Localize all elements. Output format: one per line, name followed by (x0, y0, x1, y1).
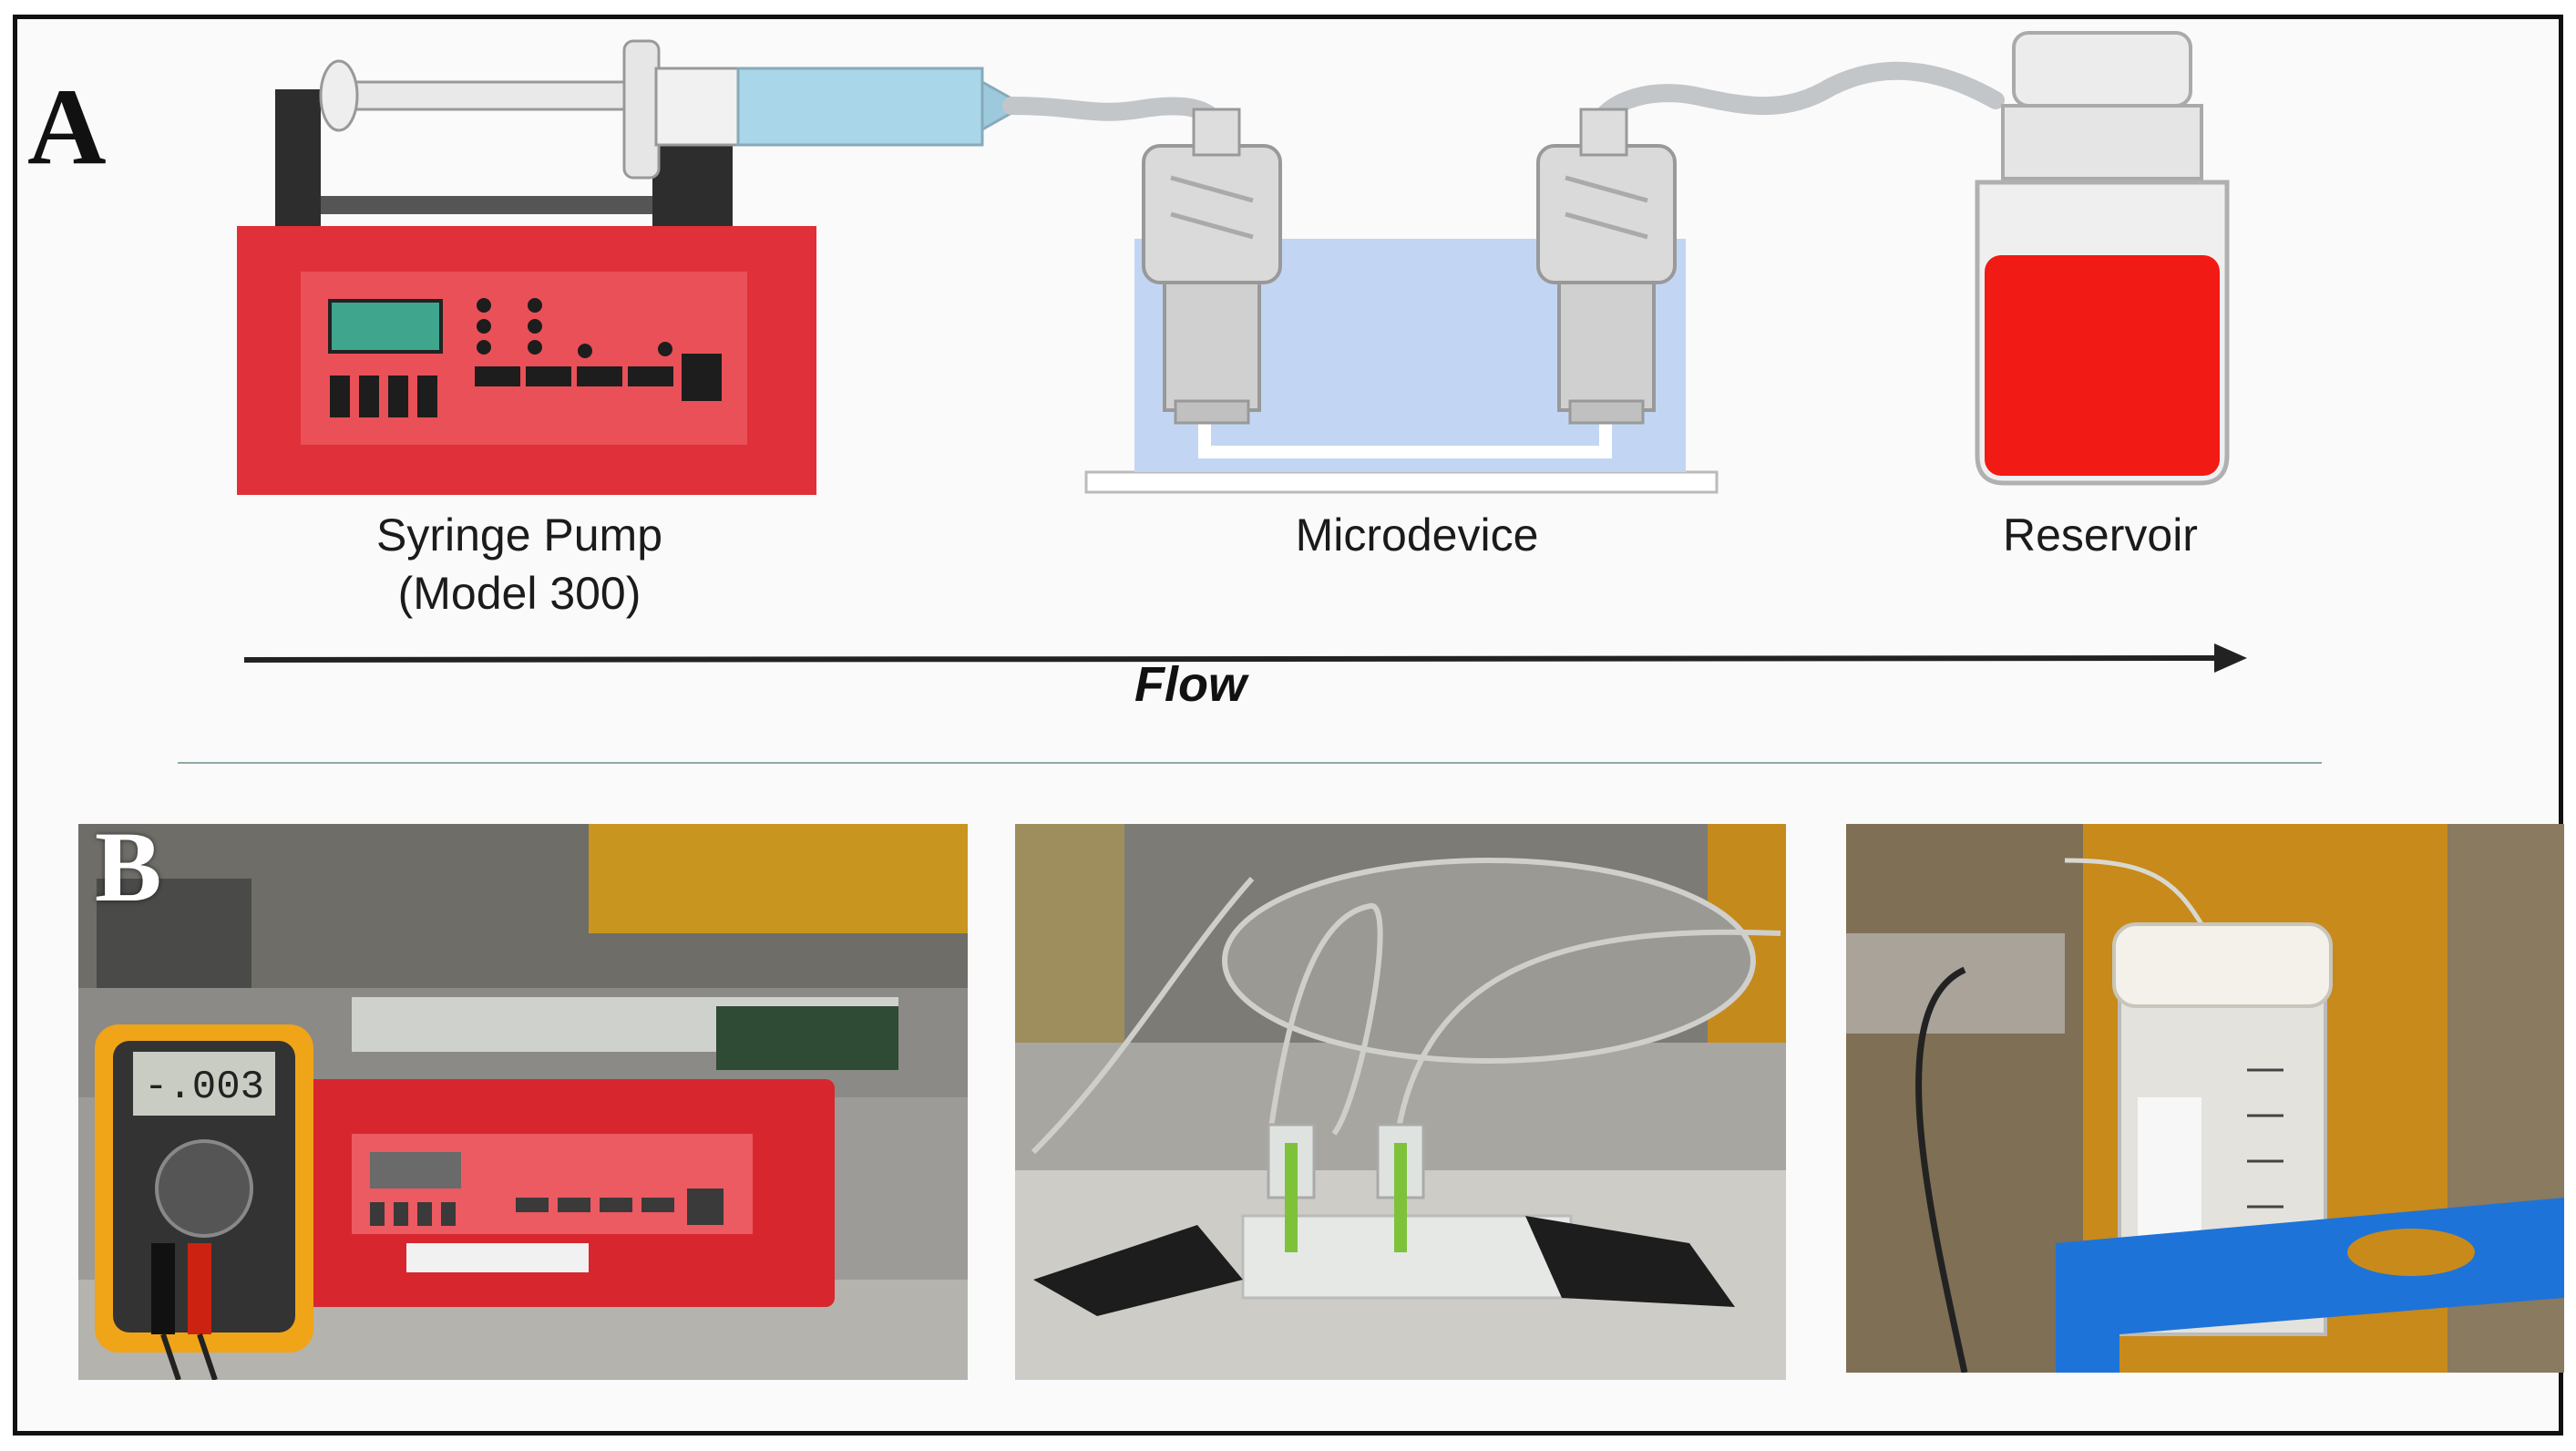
panel-a-schematic (237, 31, 2247, 673)
panel-a-letter: A (27, 66, 107, 187)
photo-reservoir-tube (1846, 824, 2564, 1373)
syringe-pump-label-line2: (Model 300) (397, 568, 641, 619)
syringe-pump-illustration (237, 39, 1013, 495)
pump-buttons (330, 298, 722, 417)
bottle-liquid (1985, 255, 2220, 476)
photo-tube-cap (2112, 922, 2333, 1008)
chip-base-glass (1084, 470, 1719, 494)
pump-display (328, 299, 443, 354)
pump-panel (301, 272, 747, 445)
syringe-pump-label-line1: Syringe Pump (375, 509, 663, 561)
reservoir-label: Reservoir (2003, 509, 2198, 561)
syringe-barrel-empty (654, 67, 740, 147)
bottle-cap (2012, 31, 2192, 108)
pump-back-bracket (275, 89, 321, 226)
pump-rail (321, 196, 652, 214)
flow-arrow-head (2214, 643, 2247, 673)
bottle-neck (2001, 104, 2203, 180)
syringe-flange (622, 39, 661, 180)
flow-label: Flow (1134, 657, 1247, 712)
syringe-plunger-rod (337, 80, 641, 111)
photo-microdevice (1015, 824, 1786, 1380)
syringe-pump-label: Syringe Pump (Model 300) (301, 506, 738, 623)
syringe-barrel-liquid (736, 67, 984, 147)
photo-syringe-pump-setup: -.003 (78, 824, 968, 1380)
panel-divider (178, 762, 2322, 764)
microdevice-illustration (1084, 108, 1719, 494)
syringe-thumb-press (319, 59, 359, 132)
microdevice-label: Microdevice (1295, 509, 1539, 561)
outlet-tubing (1581, 61, 2005, 155)
reservoir-bottle (1975, 31, 2230, 486)
chip-channel (1198, 410, 1612, 458)
multimeter-reading: -.003 (144, 1065, 264, 1110)
panel-b-letter: B (95, 811, 162, 922)
flow-arrow-line (243, 655, 2215, 663)
